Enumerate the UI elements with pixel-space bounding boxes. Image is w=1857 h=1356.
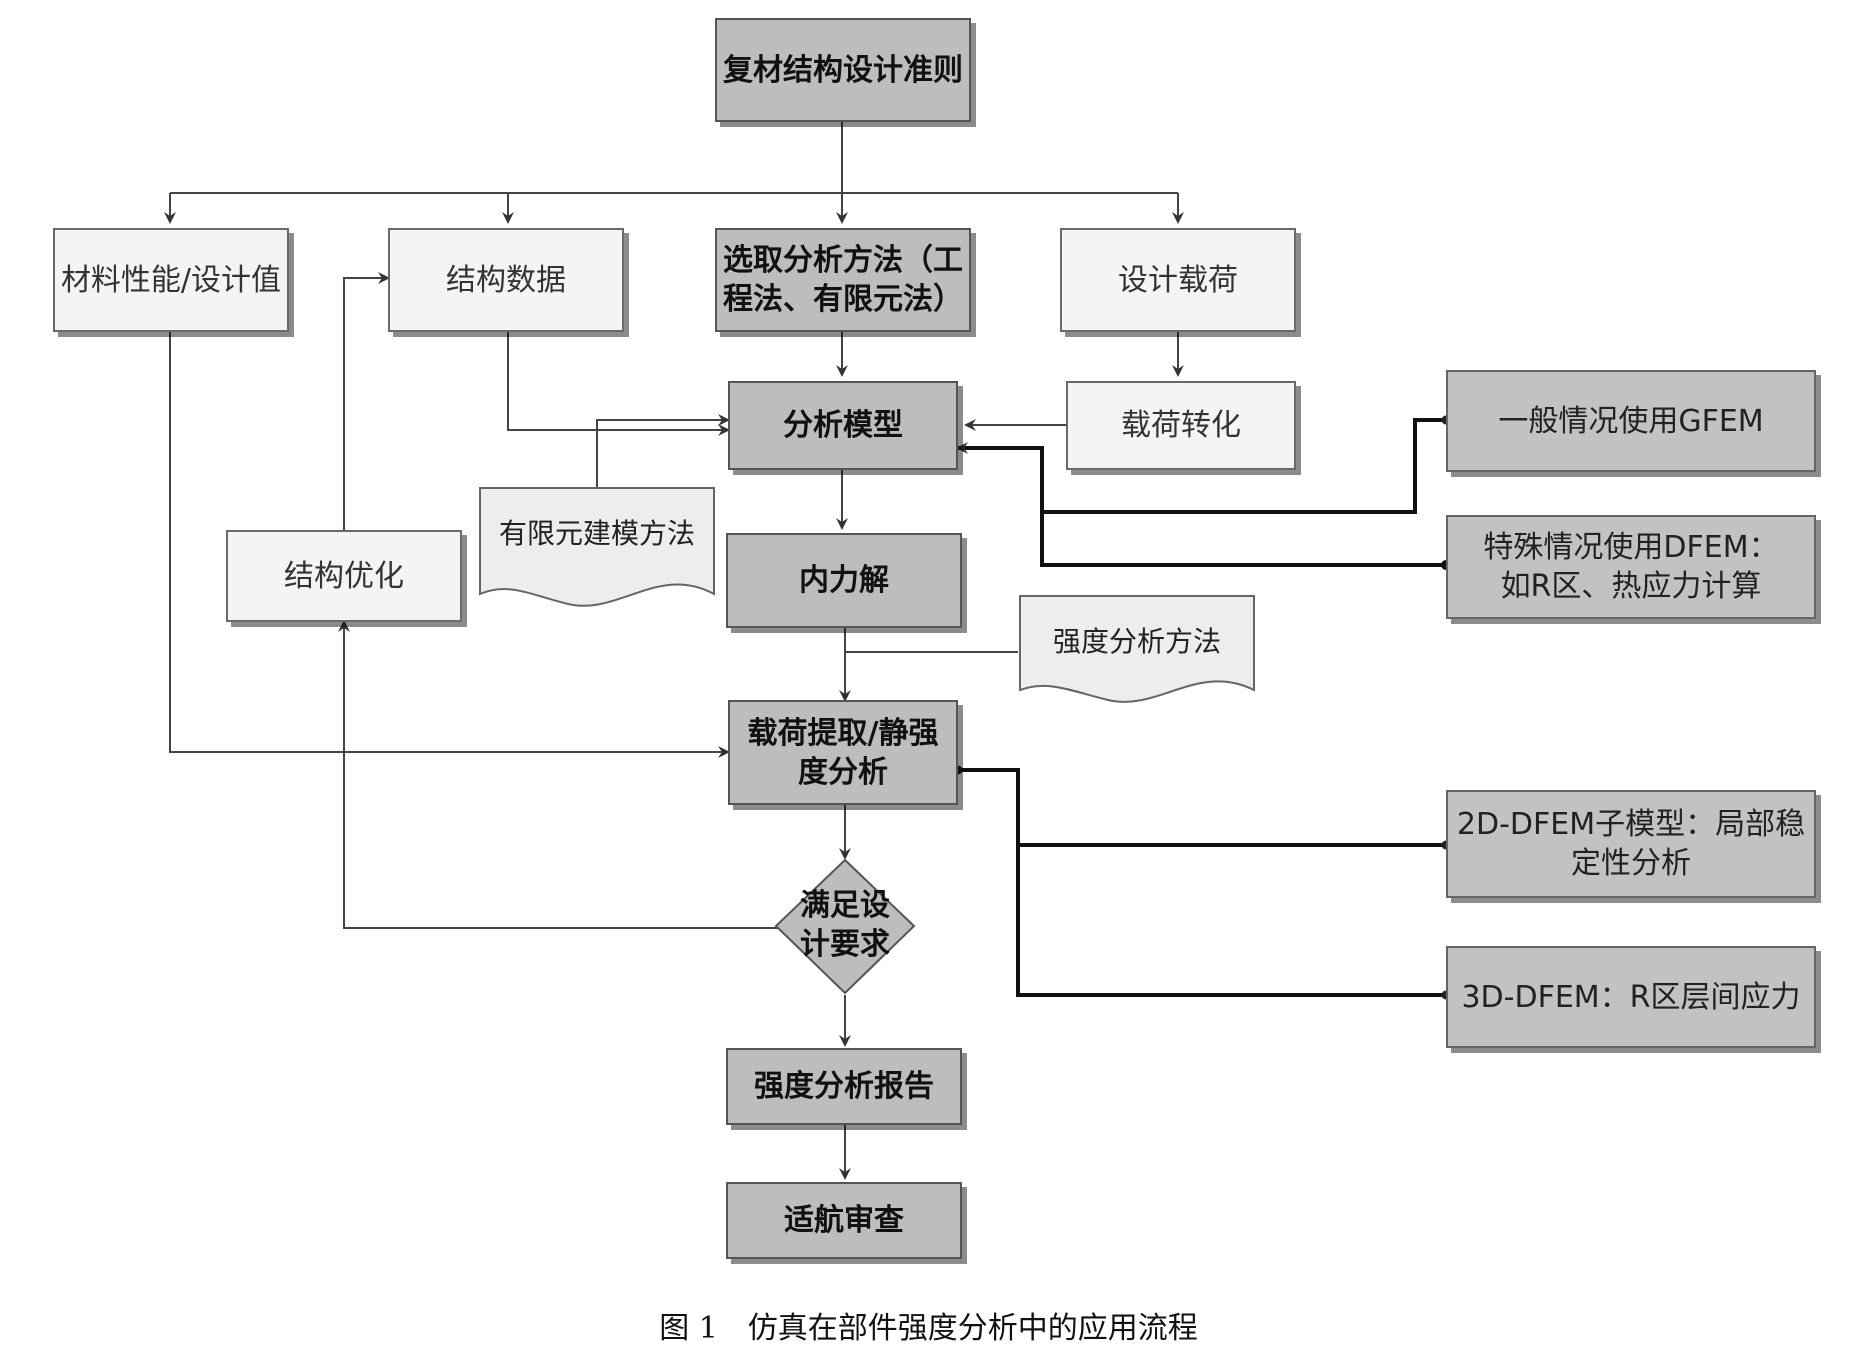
doc-fe-modeling-method: 有限元建模方法 bbox=[478, 486, 716, 616]
node-structure-data-label: 结构数据 bbox=[446, 262, 566, 298]
node-material-properties: 材料性能/设计值 bbox=[53, 228, 289, 332]
edge-optimization-to-structuredata bbox=[343, 272, 390, 530]
node-2d-dfem: 2D-DFEM子模型：局部稳 定性分析 bbox=[1446, 790, 1816, 898]
node-analysis-model-label: 分析模型 bbox=[783, 408, 903, 443]
edge-static-to-3d bbox=[1016, 845, 1451, 1000]
edge-static-to-2d bbox=[953, 765, 1451, 850]
node-3d-dfem-label: 3D-DFEM：R区层间应力 bbox=[1461, 979, 1801, 1015]
node-airworthiness-review: 适航审查 bbox=[726, 1182, 962, 1259]
node-3d-dfem: 3D-DFEM：R区层间应力 bbox=[1446, 946, 1816, 1048]
doc-fe-modeling-method-shape bbox=[479, 487, 715, 607]
decision-meet-requirements bbox=[774, 858, 916, 995]
node-structure-optimization: 结构优化 bbox=[226, 530, 462, 622]
figure-caption: 图 1 仿真在部件强度分析中的应用流程 bbox=[659, 1311, 1198, 1346]
node-load-conversion-label: 载荷转化 bbox=[1121, 408, 1241, 443]
node-strength-report-label: 强度分析报告 bbox=[754, 1069, 934, 1104]
doc-strength-method-label: 强度分析方法 bbox=[1052, 625, 1221, 658]
node-gfem-label: 一般情况使用GFEM bbox=[1498, 403, 1764, 439]
doc-fe-modeling-method-label: 有限元建模方法 bbox=[498, 517, 695, 550]
node-internal-force-label: 内力解 bbox=[799, 563, 889, 598]
node-load-conversion: 载荷转化 bbox=[1066, 381, 1296, 470]
node-2d-dfem-label: 2D-DFEM子模型：局部稳 定性分析 bbox=[1456, 807, 1806, 881]
edge-gfem-to-model bbox=[956, 415, 1451, 514]
node-design-criteria-label: 复材结构设计准则 bbox=[723, 52, 963, 88]
edge-meetreq-to-optimization bbox=[338, 620, 778, 929]
node-static-strength-label: 载荷提取/静强 度分析 bbox=[747, 715, 939, 790]
doc-strength-method-shape bbox=[1019, 595, 1255, 703]
node-airworthiness-review-label: 适航审查 bbox=[784, 1203, 904, 1238]
node-design-criteria: 复材结构设计准则 bbox=[715, 18, 971, 122]
node-structure-data: 结构数据 bbox=[388, 228, 624, 332]
node-strength-report: 强度分析报告 bbox=[726, 1048, 962, 1125]
doc-strength-method: 强度分析方法 bbox=[1018, 594, 1256, 712]
node-structure-optimization-label: 结构优化 bbox=[284, 558, 404, 594]
node-analysis-model: 分析模型 bbox=[728, 381, 958, 470]
node-material-properties-label: 材料性能/设计值 bbox=[60, 262, 282, 298]
edge-material-to-static bbox=[169, 332, 730, 758]
decision-meet-requirements-label: 满足设 计要求 bbox=[800, 888, 890, 962]
node-analysis-method: 选取分析方法（工 程法、有限元法） bbox=[715, 228, 971, 332]
node-analysis-method-label: 选取分析方法（工 程法、有限元法） bbox=[723, 243, 963, 317]
edge-dfem-to-model bbox=[1040, 512, 1446, 567]
node-gfem: 一般情况使用GFEM bbox=[1446, 370, 1816, 472]
node-static-strength: 载荷提取/静强 度分析 bbox=[728, 700, 958, 805]
edge-femethod-to-model bbox=[596, 414, 730, 488]
node-design-load-label: 设计载荷 bbox=[1118, 262, 1238, 298]
node-dfem: 特殊情况使用DFEM： 如R区、热应力计算 bbox=[1446, 515, 1816, 619]
node-dfem-label: 特殊情况使用DFEM： 如R区、热应力计算 bbox=[1483, 530, 1779, 604]
node-internal-force: 内力解 bbox=[726, 533, 962, 628]
node-design-load: 设计载荷 bbox=[1060, 228, 1296, 332]
edge-structuredata-to-model bbox=[507, 332, 730, 436]
